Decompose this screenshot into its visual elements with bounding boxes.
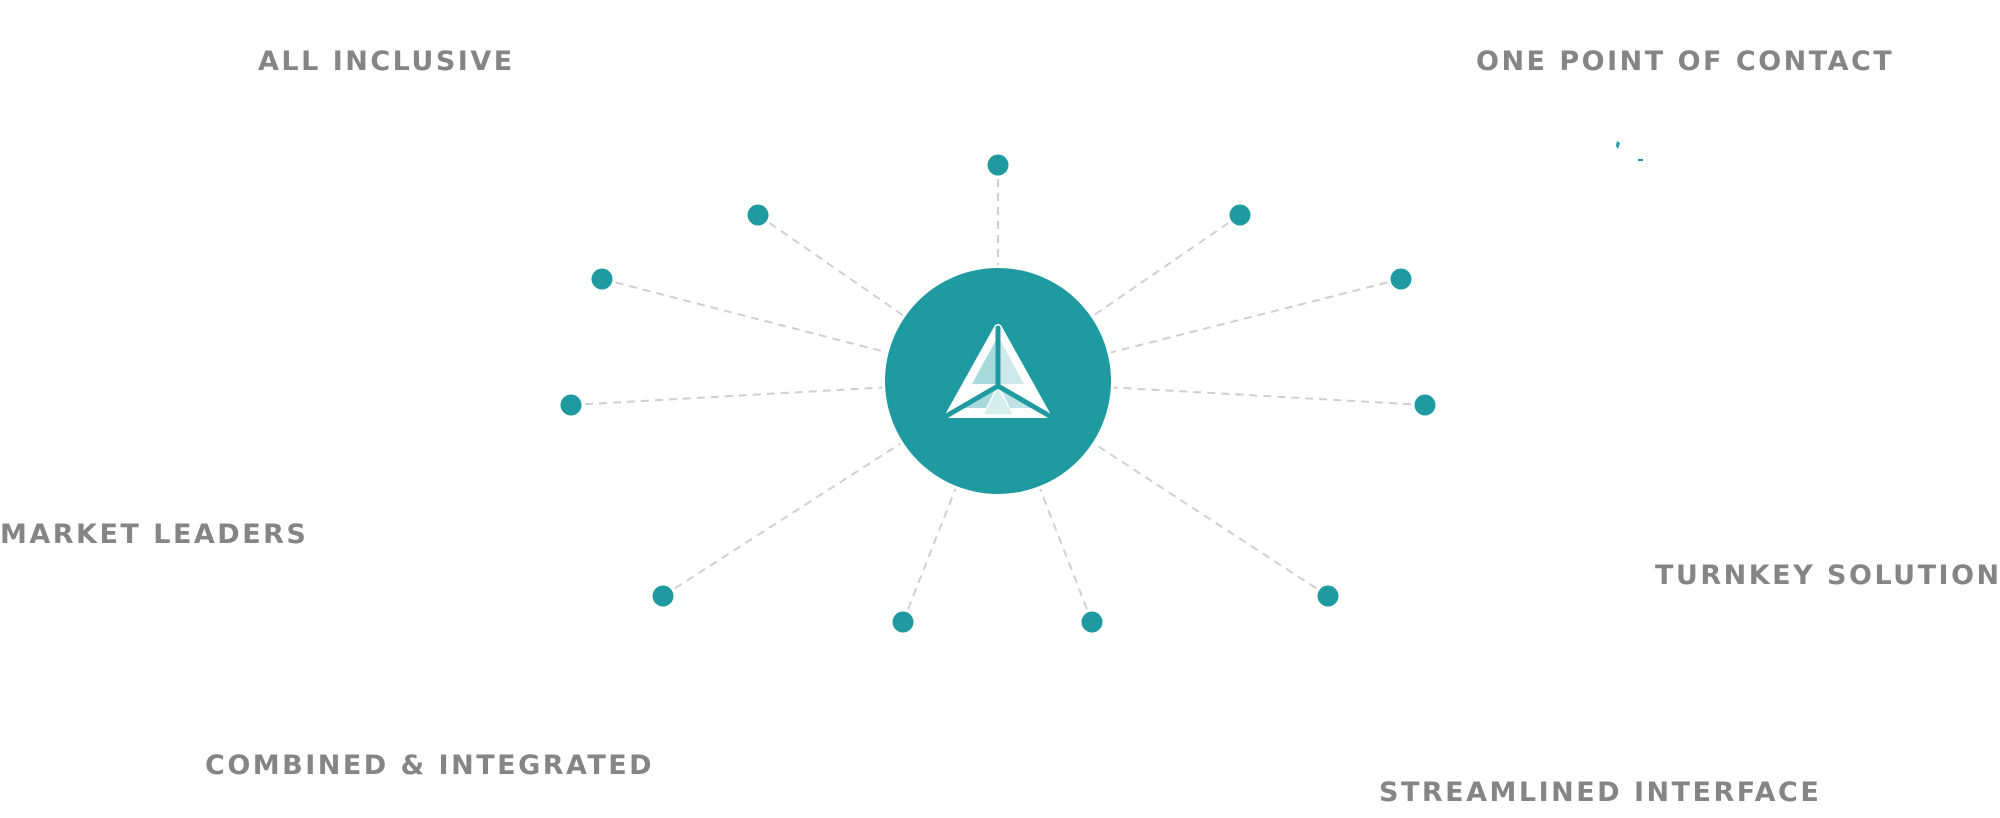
connector-lines — [570, 165, 1426, 623]
label-one-point-of-contact: ONE POINT OF CONTACT — [1476, 46, 1895, 77]
connector-line — [662, 442, 901, 597]
satellite-node — [1317, 585, 1339, 607]
label-combined-integrated: COMBINED & INTEGRATED — [205, 750, 655, 781]
connector-line — [757, 214, 904, 316]
satellite-node — [1081, 611, 1103, 633]
satellite-node — [892, 611, 914, 633]
connector-line — [570, 386, 883, 406]
connector-line — [902, 488, 957, 623]
connector-line — [1094, 443, 1329, 597]
center-hub — [885, 268, 1111, 494]
label-turnkey-solutions: TURNKEY SOLUTIONS — [1655, 560, 2000, 591]
label-market-leaders: MARKET LEADERS — [0, 519, 309, 550]
satellite-node — [747, 204, 769, 226]
satellite-node — [652, 585, 674, 607]
satellite-node — [560, 394, 582, 416]
satellite-node — [1390, 268, 1412, 290]
connector-line — [1110, 278, 1402, 354]
connector-line — [601, 278, 886, 354]
label-all-inclusive: ALL INCLUSIVE — [258, 46, 515, 77]
connector-line — [1093, 214, 1241, 317]
label-streamlined-interface: STREAMLINED INTERFACE — [1379, 777, 1822, 808]
connector-line — [1039, 488, 1093, 623]
satellite-node — [1414, 394, 1436, 416]
satellite-node — [591, 268, 613, 290]
triangle-logo-icon — [945, 324, 1051, 418]
small-accent-mark — [1616, 141, 1643, 161]
satellite-nodes — [560, 154, 1436, 633]
satellite-node — [1229, 204, 1251, 226]
connector-line — [1113, 386, 1426, 406]
satellite-node — [987, 154, 1009, 176]
